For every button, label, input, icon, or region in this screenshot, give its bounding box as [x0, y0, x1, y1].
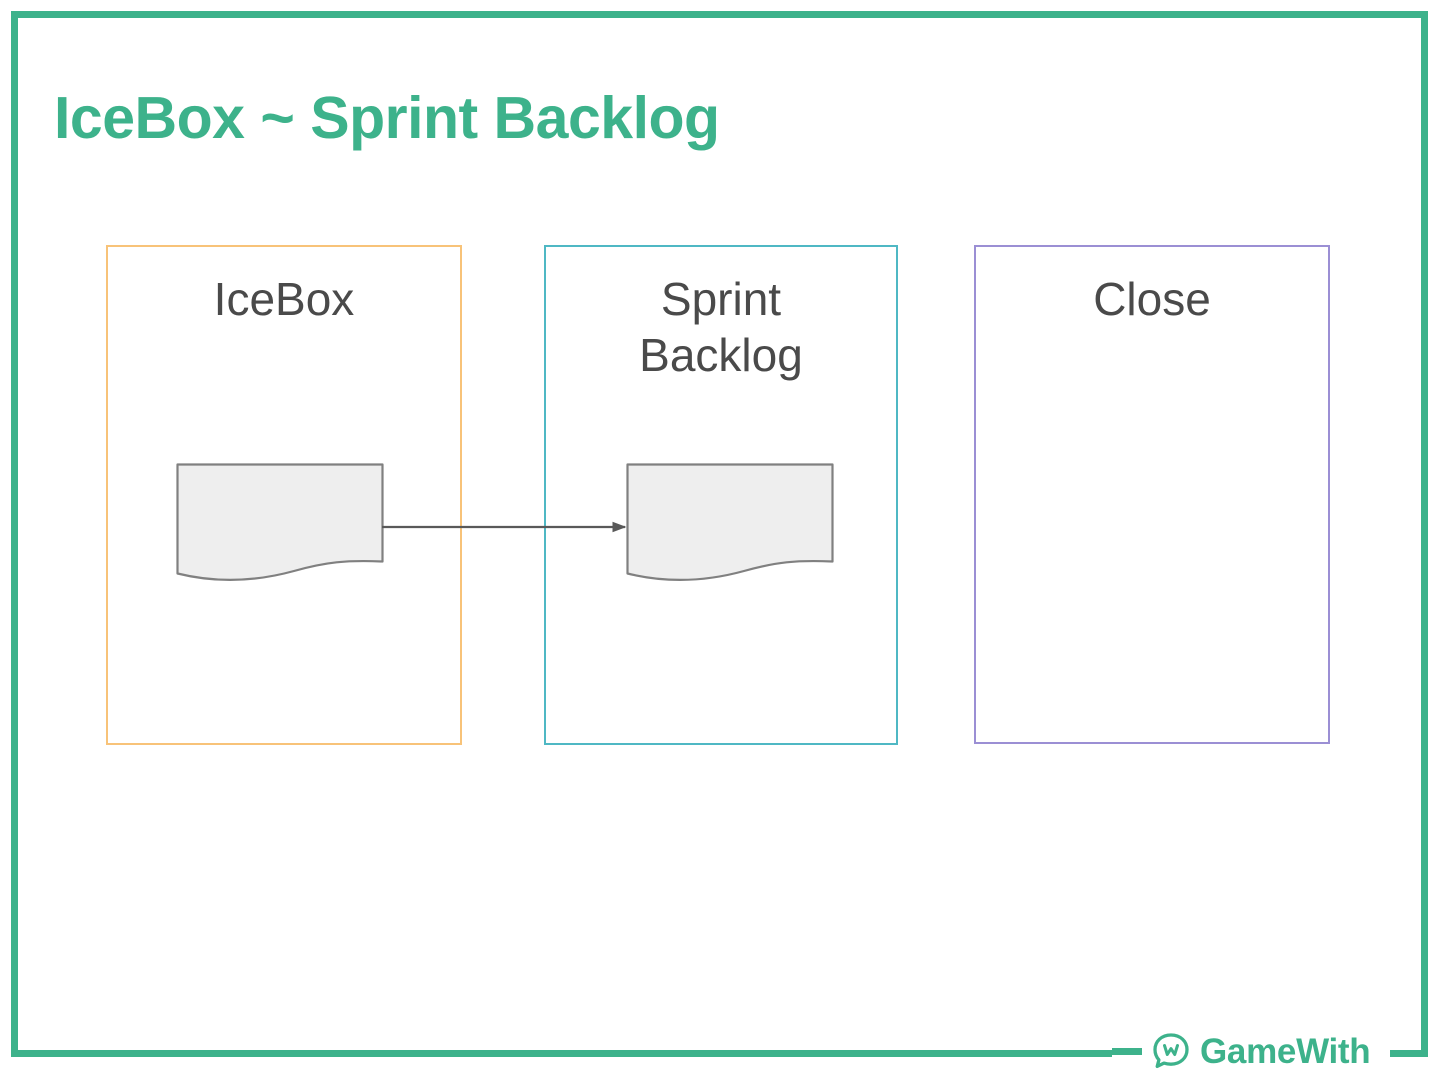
page-title: IceBox ~ Sprint Backlog: [54, 85, 720, 151]
frame-bottom-right-edge: [1390, 1050, 1428, 1057]
connector-icebox-to-sprint-backlog: [380, 510, 640, 555]
lane-icebox-label: IceBox: [213, 273, 355, 325]
document-shape-path: [626, 463, 834, 582]
frame-bottom-left-edge: [11, 1050, 1112, 1057]
brand-rule: [1112, 1047, 1142, 1055]
brand-lockup: GameWith: [1112, 1026, 1371, 1076]
speech-bubble-crown-icon: [1153, 1033, 1189, 1069]
lane-sprint-backlog-label-line1: Sprint: [660, 273, 782, 325]
card-sprint-backlog[interactable]: [626, 461, 840, 592]
lane-close: Close: [974, 245, 1330, 744]
document-shape-path: [176, 463, 384, 582]
card-icebox[interactable]: [176, 461, 390, 592]
lane-sprint-backlog-label: Sprint Backlog: [546, 271, 896, 383]
connector-arrowhead: [612, 521, 627, 533]
frame-right-edge: [1421, 11, 1428, 1057]
lane-close-label: Close: [1093, 273, 1211, 325]
brand-name: GameWith: [1200, 1031, 1371, 1071]
frame-top-edge: [11, 11, 1428, 18]
lane-sprint-backlog-label-line2: Backlog: [639, 329, 803, 382]
frame-left-edge: [11, 11, 18, 1057]
